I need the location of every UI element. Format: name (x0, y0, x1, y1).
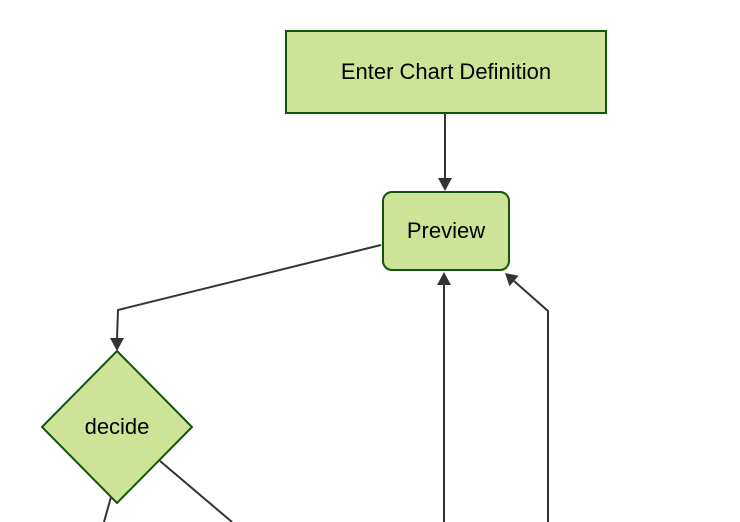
node-enter-chart-definition: Enter Chart Definition (285, 30, 607, 114)
node-decide-label: decide (84, 414, 150, 439)
arrowhead (110, 338, 124, 351)
edge-line (116, 244, 382, 340)
node-preview: Preview (382, 191, 510, 271)
arrowhead (505, 273, 519, 287)
node-decide: decide (42, 413, 192, 441)
edge-decide-to-offscreen-right (159, 460, 233, 522)
edge-line (103, 496, 112, 522)
edge-enterdef-to-preview (438, 114, 452, 191)
arrowhead (437, 272, 451, 285)
node-enter-chart-definition-label: Enter Chart Definition (340, 59, 552, 84)
edge-offscreen-to-preview-bottom (437, 272, 451, 522)
arrowhead (438, 178, 452, 191)
edge-line (159, 460, 233, 522)
edge-offscreen-to-preview-corner (505, 273, 549, 522)
edge-line (513, 280, 549, 522)
edge-preview-to-decide (110, 244, 382, 351)
node-preview-label: Preview (406, 218, 486, 243)
node-decide-shape (40, 349, 194, 505)
edge-decide-to-offscreen-left (103, 496, 112, 522)
